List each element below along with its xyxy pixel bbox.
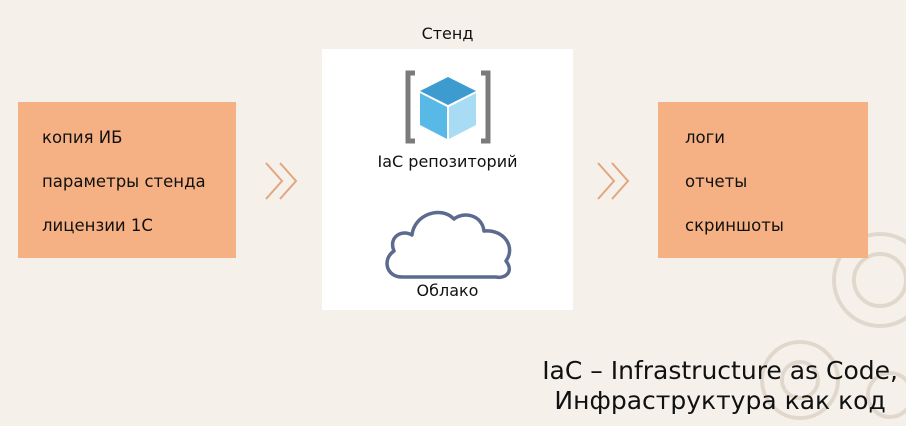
repository-cube-icon xyxy=(405,70,491,144)
input-item-stand-params: параметры стенда xyxy=(42,172,206,191)
input-item-licenses: лицензии 1С xyxy=(42,216,153,235)
stand-title: Стенд xyxy=(421,24,474,43)
outputs-box: логи отчеты скриншоты xyxy=(658,102,868,258)
inputs-box: копия ИБ параметры стенда лицензии 1С xyxy=(18,102,236,258)
caption-line-1: IaC – Infrastructure as Code, xyxy=(542,356,898,385)
repo-label: IaC репозиторий xyxy=(377,152,518,171)
output-item-logs: логи xyxy=(685,128,726,147)
iac-caption: IaC – Infrastructure as Code, Инфраструк… xyxy=(542,356,898,416)
cloud-icon xyxy=(385,210,512,280)
output-item-reports: отчеты xyxy=(685,172,748,191)
cloud-label: Облако xyxy=(416,281,479,300)
input-item-db-copy: копия ИБ xyxy=(42,128,123,147)
output-item-screenshots: скриншоты xyxy=(685,216,784,235)
decorative-gears-background xyxy=(760,232,906,420)
double-chevron-right-icon xyxy=(265,162,298,200)
double-chevron-right-icon xyxy=(597,162,630,200)
stand-box: IaC репозиторий Облако xyxy=(322,49,573,310)
caption-line-2: Инфраструктура как код xyxy=(554,386,886,415)
